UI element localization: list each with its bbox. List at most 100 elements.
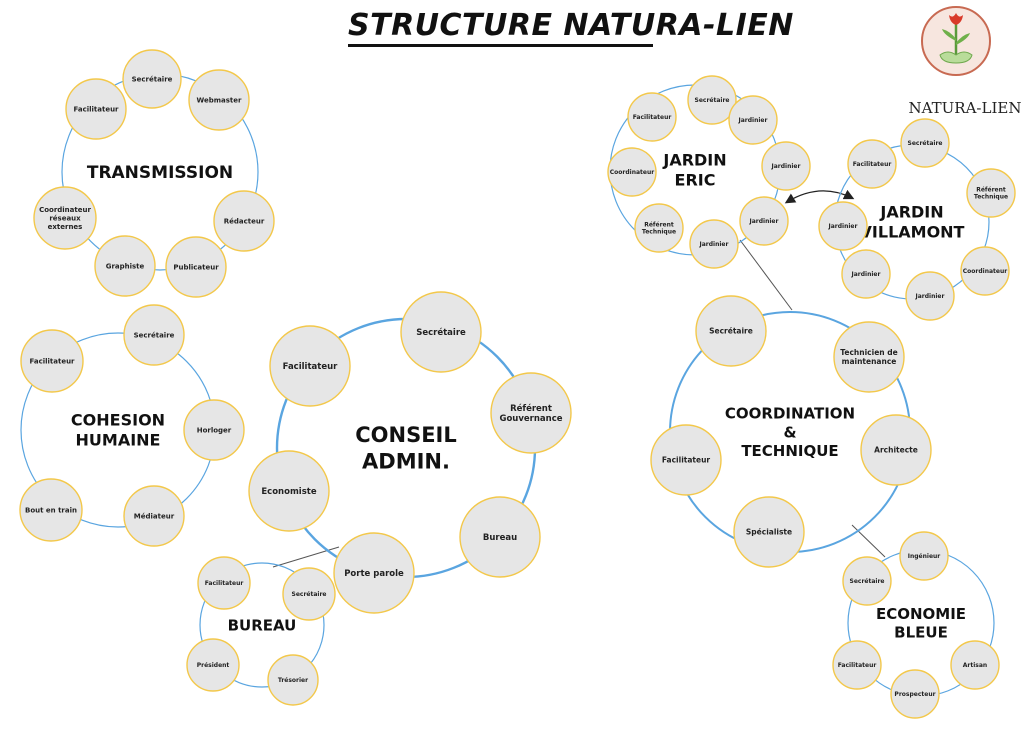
role-bubble (607, 147, 657, 197)
role-node-secretaire: Secrétaire (123, 304, 185, 366)
role-node-secretaire: Secrétaire (282, 567, 336, 621)
role-name: Graphiste (106, 262, 145, 270)
circle-group-transmission: TRANSMISSION SecrétaireWebmasterRédacteur… (33, 49, 275, 298)
role-name: Secrétaire (132, 75, 173, 83)
role-name: Facilitateur (29, 357, 75, 365)
circle-label-transmission: TRANSMISSION (87, 163, 233, 183)
role-name: Architecte (874, 446, 918, 455)
role-name: Facilitateur (662, 456, 711, 465)
circle-label-conseil: ADMIN. (362, 449, 450, 473)
circle-label-jardin-eric: ERIC (675, 171, 716, 190)
role-bubble (197, 556, 251, 610)
role-node-facilitateur: Facilitateur (627, 92, 677, 142)
role-name: Bureau (483, 533, 517, 543)
role-node-coordinateur: Coordinateur (960, 246, 1010, 296)
role-name: Secrétaire (134, 331, 175, 339)
role-name: Facilitateur (73, 105, 119, 113)
role-node-tresorier: Trésorier (267, 654, 319, 706)
role-bubble (905, 271, 955, 321)
circle-label-economie: ECONOMIE (876, 605, 966, 623)
title-underline (348, 44, 653, 47)
role-bubble (19, 478, 83, 542)
role-node-facilitateur: Facilitateur (847, 139, 897, 189)
role-node-jardinier: Jardinier (739, 196, 789, 246)
role-bubble (739, 196, 789, 246)
role-node-redacteur: Rédacteur (213, 190, 275, 252)
role-name: Facilitateur (633, 114, 672, 121)
role-node-secretaire: Secrétaire (900, 118, 950, 168)
role-node-jardinier: Jardinier (689, 219, 739, 269)
link-coordination-economie (851, 524, 886, 558)
circle-label-conseil: CONSEIL (355, 423, 457, 447)
link-jardin-eric-jardin-villamont-arrow (784, 189, 855, 204)
role-node-secretaire: Secrétaire (122, 49, 182, 109)
role-node-secretaire: Secrétaire (687, 75, 737, 125)
role-name: Jardinier (828, 223, 858, 230)
role-name: Secrétaire (292, 591, 327, 598)
circle-label-coordination: & (783, 423, 796, 441)
role-name: Ingénieur (908, 553, 941, 560)
circle-ring-bureau (199, 562, 325, 688)
role-bubble (842, 556, 892, 606)
circle-group-economie: ECONOMIEBLEUEIngénieurArtisanProspecteur… (832, 531, 1000, 719)
role-name: Facilitateur (838, 662, 877, 669)
role-bubble (950, 640, 1000, 690)
role-name: Economiste (261, 487, 316, 497)
circle-group-cohesion: COHESIONHUMAINESecrétaireHorlogerMédiate… (19, 304, 245, 547)
role-node-facilitateur: Facilitateur (269, 325, 351, 407)
role-node-ingenieur: Ingénieur (899, 531, 949, 581)
role-node-jardinier: Jardinier (905, 271, 955, 321)
role-node-porte-parole: Porte parole (333, 532, 415, 614)
link-conseil-bureau (272, 546, 340, 568)
role-node-secretaire: Secrétaire (695, 295, 767, 367)
circle-label-economie: BLEUE (894, 624, 948, 642)
circle-label-bureau: BUREAU (228, 616, 297, 634)
role-name: Jardinier (749, 218, 779, 225)
role-bubble (733, 496, 805, 568)
circle-label-jardin-villamont: VILLAMONT (860, 223, 965, 242)
role-bubble (186, 638, 240, 692)
role-bubble (689, 219, 739, 269)
role-bubble (650, 424, 722, 496)
role-name: Coordinateur (963, 268, 1007, 275)
role-bubble (899, 531, 949, 581)
role-node-webmaster: Webmaster (188, 69, 250, 131)
role-name: Porte parole (344, 569, 404, 579)
role-bubble (818, 201, 868, 251)
role-name: Prospecteur (894, 691, 935, 698)
role-bubble (65, 78, 127, 140)
role-name: Secrétaire (416, 327, 466, 338)
role-name: Président (197, 662, 230, 669)
role-node-bureau: Bureau (459, 496, 541, 578)
role-name: Rédacteur (224, 217, 265, 225)
circle-label-jardin-eric: JARDIN (662, 151, 726, 170)
role-bubble (900, 118, 950, 168)
role-bubble (832, 640, 882, 690)
role-node-secretaire: Secrétaire (842, 556, 892, 606)
role-bubble (248, 450, 330, 532)
circle-label-cohesion: HUMAINE (76, 431, 161, 450)
role-bubble (333, 532, 415, 614)
role-node-prospecteur: Prospecteur (890, 669, 940, 719)
role-node-horloger: Horloger (183, 399, 245, 461)
role-node-coordinateur: Coordinateur (607, 147, 657, 197)
role-node-president: Président (186, 638, 240, 692)
role-name: Jardinier (915, 293, 945, 300)
role-bubble (634, 203, 684, 253)
role-node-facilitateur: Facilitateur (650, 424, 722, 496)
role-bubble (687, 75, 737, 125)
role-node-economiste: Economiste (248, 450, 330, 532)
role-bubble (213, 190, 275, 252)
role-name: Webmaster (197, 96, 243, 104)
role-bubble (122, 49, 182, 109)
role-name: Facilitateur (853, 161, 892, 168)
role-bubble (695, 295, 767, 367)
role-bubble (833, 321, 905, 393)
role-name: Spécialiste (746, 528, 792, 537)
